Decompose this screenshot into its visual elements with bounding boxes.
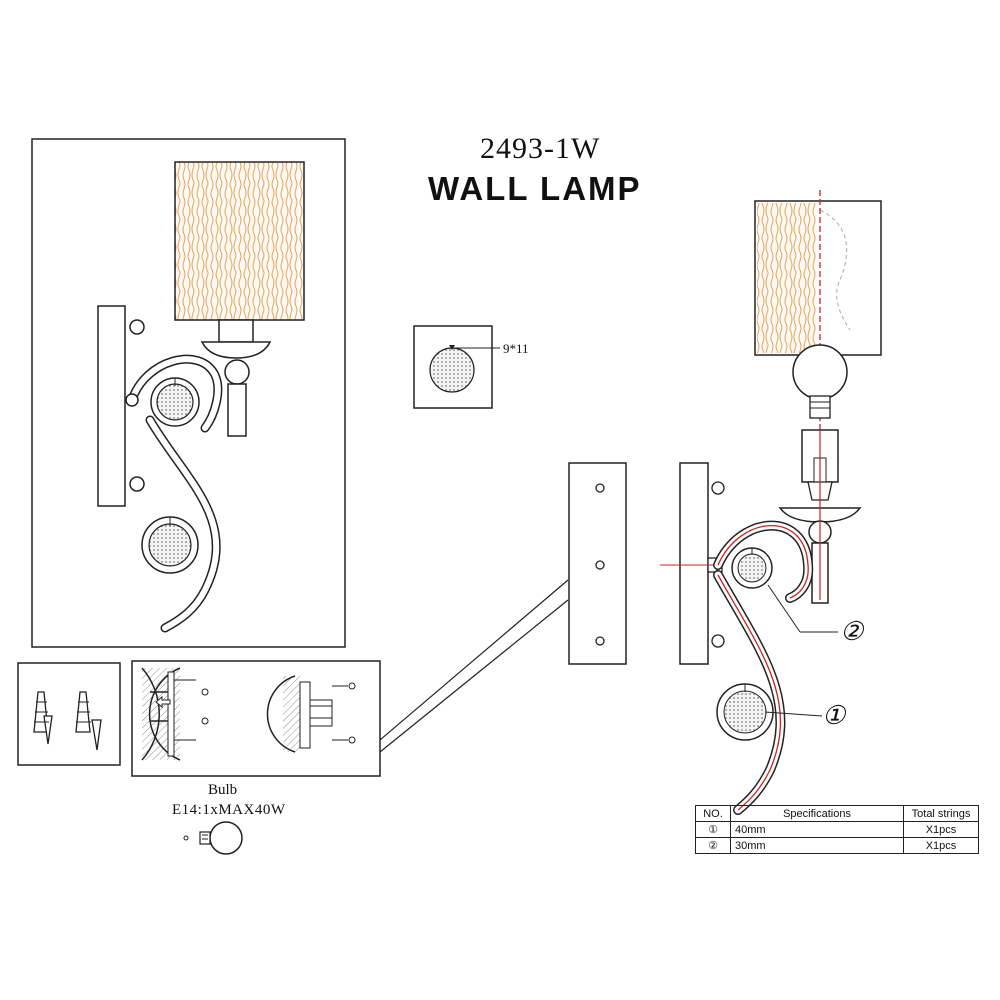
row-spec: 30mm [730,837,904,854]
hole-detail [413,325,500,409]
backplate [97,305,126,507]
callout-one: ① [822,701,846,730]
exploded-backplate [679,462,709,665]
bulb-icon [183,821,243,855]
crystal-large [148,523,192,567]
screw-icon [43,715,53,745]
spec-table-header-row: NO. Specifications Total strings [695,805,979,822]
header-specifications: Specifications [730,805,904,822]
bobeche [200,341,272,359]
exploded-bulb [792,344,848,400]
mounting-steps [131,579,569,777]
mounting-bracket [568,462,627,665]
screw-cap-top [129,319,145,335]
model-number: 2493-1W [480,132,601,165]
table-row: ① 40mm X1pcs [695,821,979,838]
hole-size-label: 9*11 [503,341,529,356]
exploded-view [660,190,882,815]
hardware-frame [17,662,121,766]
arm-pivot [125,393,139,407]
hardware-kit [17,662,121,766]
arm-stem [227,383,247,437]
front-view-frame [31,138,346,648]
crystal-small [156,383,194,421]
table-row: ② 30mm X1pcs [695,837,979,854]
hole-crystal [429,347,475,393]
spec-table: NO. Specifications Total strings ① 40mm … [695,805,979,854]
row-spec: 40mm [730,821,904,838]
bulb-spec: E14:1xMAX40W [172,802,286,818]
header-no: NO. [695,805,731,822]
row-total: X1pcs [903,821,979,838]
glass-shade [174,161,305,321]
lamp-holder [218,319,254,343]
row-no: ① [695,821,731,838]
row-no: ② [695,837,731,854]
screw-icon [91,719,102,751]
product-title: WALL LAMP [428,170,642,207]
callout-two: ② [840,617,864,646]
header-total-strings: Total strings [903,805,979,822]
row-total: X1pcs [903,837,979,854]
bulb-label: Bulb [208,782,238,798]
screw-cap-bottom [129,476,145,492]
arm-knuckle [224,359,250,385]
front-view [31,138,346,648]
